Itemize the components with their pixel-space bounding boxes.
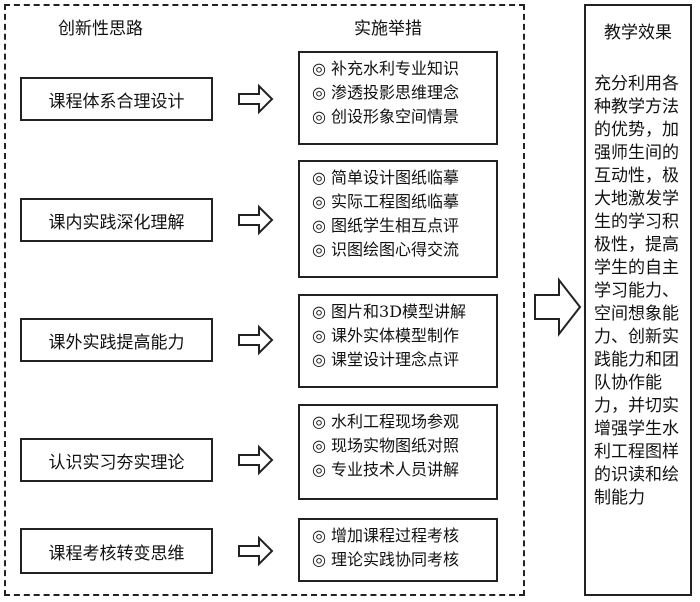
right-arrow-icon	[238, 324, 274, 356]
effect-text: 充分利用各种教学方法的优势，加强师生间的互动性，极大地激发学生的学习积极性，提高…	[594, 74, 679, 508]
measure-item: ◎ 水利工程现场参观	[312, 412, 460, 431]
right-arrow-icon	[238, 204, 274, 236]
measure-item: ◎ 课堂设计理念点评	[312, 350, 460, 369]
teaching-effect-box: 教学效果 充分利用各种教学方法的优势，加强师生间的互动性，极大地激发学生的学习积…	[584, 4, 692, 596]
ideas-measures-container	[4, 4, 525, 596]
idea-box: 课内实践深化理解	[20, 198, 213, 242]
measure-item: ◎ 图片和3D模型讲解	[312, 302, 467, 321]
measures-box: ◎ 增加课程过程考核 ◎ 理论实践协同考核	[298, 518, 498, 582]
effect-header: 教学效果	[604, 23, 672, 43]
idea-box: 课程考核转变思维	[20, 528, 213, 574]
measures-box: ◎ 简单设计图纸临摹 ◎ 实际工程图纸临摹 ◎ 图纸学生相互点评 ◎ 识图绘图心…	[298, 160, 498, 278]
measure-item: ◎ 理论实践协同考核	[312, 550, 460, 569]
big-right-arrow-icon	[534, 277, 582, 337]
idea-box: 课外实践提高能力	[20, 318, 213, 362]
measures-header: 实施举措	[354, 19, 422, 39]
measure-item: ◎ 创设形象空间情景	[312, 107, 460, 126]
right-arrow-icon	[238, 83, 274, 115]
measures-box: ◎ 水利工程现场参观 ◎ 现场实物图纸对照 ◎ 专业技术人员讲解	[298, 404, 498, 500]
measures-box: ◎ 图片和3D模型讲解 ◎ 课外实体模型制作 ◎ 课堂设计理念点评	[298, 294, 498, 388]
measure-item: ◎ 专业技术人员讲解	[312, 460, 460, 479]
measure-item: ◎ 补充水利专业知识	[312, 59, 460, 78]
measure-item: ◎ 图纸学生相互点评	[312, 216, 460, 235]
measure-item: ◎ 增加课程过程考核	[312, 526, 460, 545]
right-arrow-icon	[238, 535, 274, 567]
measure-item: ◎ 简单设计图纸临摹	[312, 168, 460, 187]
idea-box: 认识实习夯实理论	[20, 438, 213, 482]
ideas-header: 创新性思路	[58, 19, 143, 39]
idea-box: 课程体系合理设计	[20, 77, 213, 121]
right-arrow-icon	[238, 444, 274, 476]
measure-item: ◎ 渗透投影思维理念	[312, 83, 460, 102]
measure-item: ◎ 实际工程图纸临摹	[312, 192, 460, 211]
measures-box: ◎ 补充水利专业知识 ◎ 渗透投影思维理念 ◎ 创设形象空间情景	[298, 51, 498, 145]
measure-item: ◎ 识图绘图心得交流	[312, 240, 460, 259]
measure-item: ◎ 现场实物图纸对照	[312, 436, 460, 455]
measure-item: ◎ 课外实体模型制作	[312, 326, 460, 345]
